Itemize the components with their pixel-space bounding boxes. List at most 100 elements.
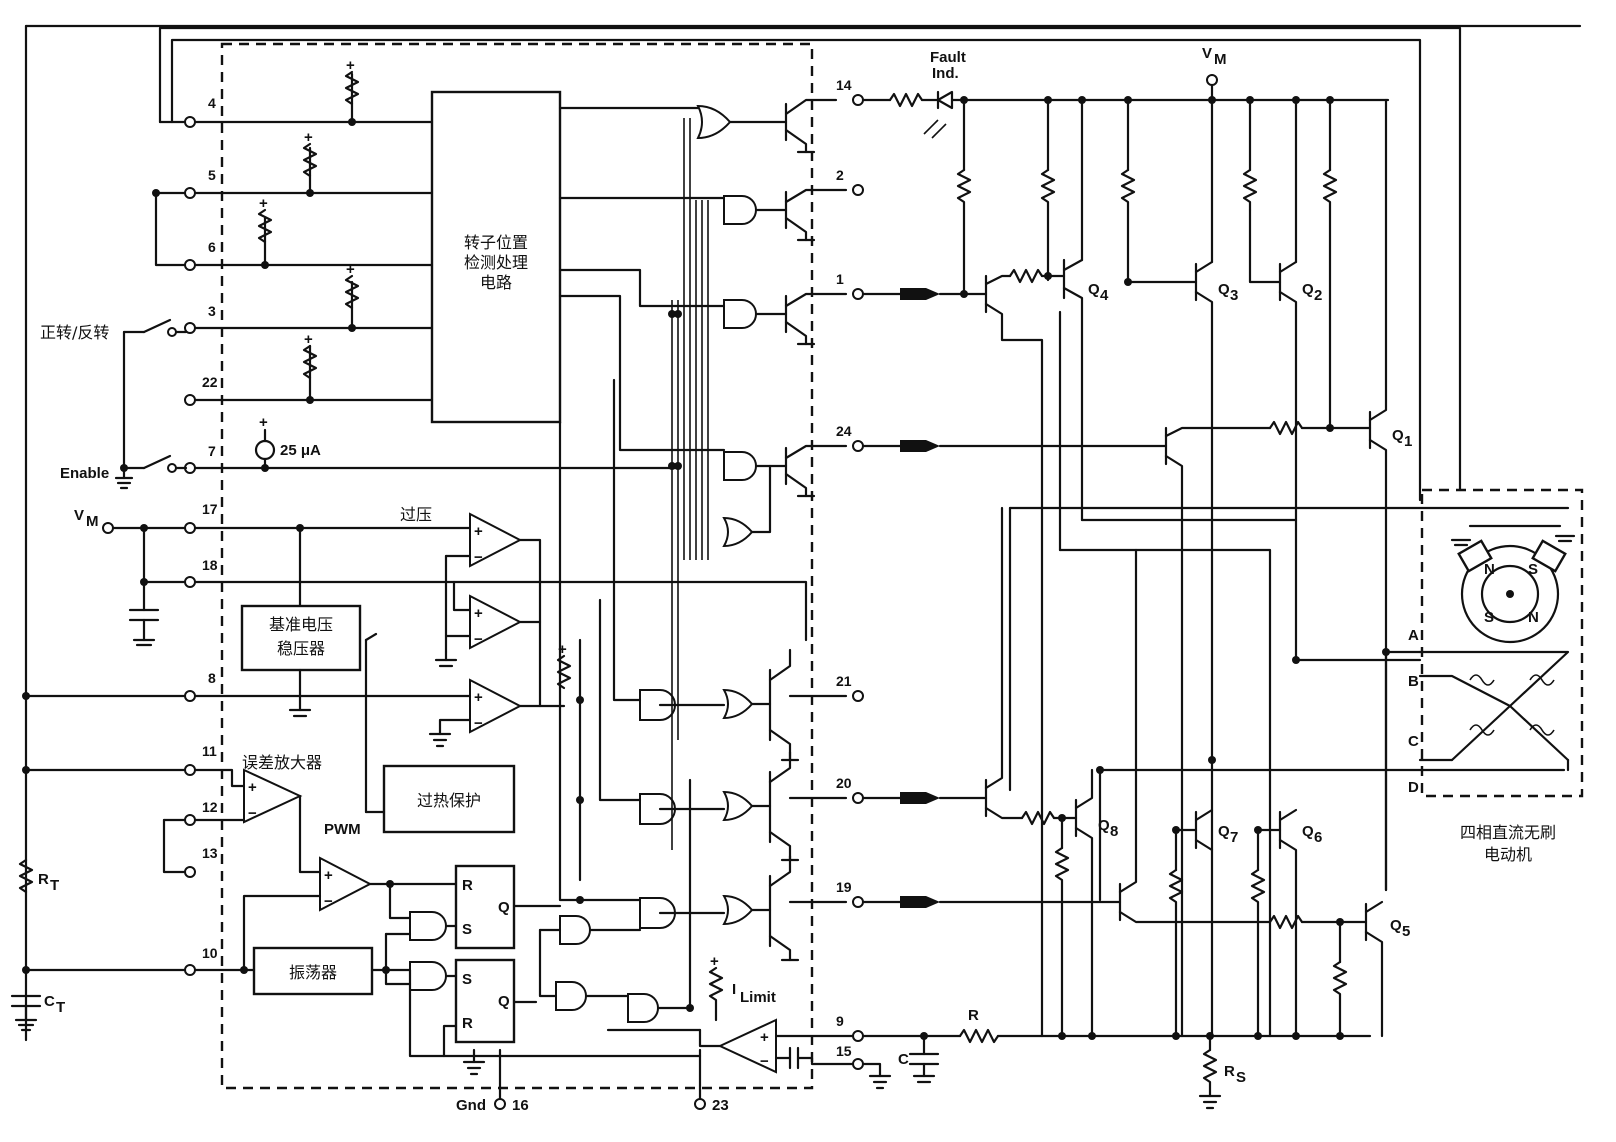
svg-text:Fault: Fault (930, 49, 966, 66)
svg-text:+: + (304, 129, 313, 146)
latches: R S Q S R Q (384, 864, 562, 1058)
svg-text:6: 6 (1314, 829, 1322, 846)
svg-text:+: + (474, 689, 483, 706)
svg-text:S: S (1236, 1069, 1246, 1086)
q1-chain: Q 1 (861, 98, 1412, 1038)
svg-text:V: V (1202, 45, 1212, 62)
svg-text:+: + (304, 331, 313, 348)
direction-switch: 正转/反转 (40, 318, 188, 342)
fault-indicator: Fault Ind. (861, 49, 1390, 139)
ic-output-transistors (768, 98, 848, 962)
svg-text:23: 23 (712, 1097, 729, 1114)
comparators: +− +− +− + (24, 512, 572, 748)
pin-19: 19 (836, 879, 852, 895)
svg-text:R: R (462, 877, 473, 894)
svg-text:振荡器: 振荡器 (289, 963, 337, 982)
oscillator-block: 振荡器 (194, 946, 412, 996)
svg-text:Q: Q (1088, 281, 1100, 298)
pwm-comparator: + − PWM (242, 821, 458, 972)
rotor-position-block: 转子位置 检测处理 电路 (430, 90, 562, 424)
rotor-label-2: 检测处理 (464, 253, 528, 272)
pin-20: 20 (836, 775, 852, 791)
overvolt-label: 过压 (400, 505, 432, 524)
pin-9: 9 (836, 1013, 844, 1029)
svg-text:D: D (1408, 779, 1419, 796)
svg-text:M: M (1214, 51, 1227, 68)
svg-text:+: + (324, 867, 333, 884)
pin-4: 4 (208, 95, 216, 111)
upper-drivers: Q 4 Q 3 Q 2 (861, 98, 1338, 1038)
svg-text:I: I (732, 981, 736, 998)
pin-18: 18 (202, 557, 218, 573)
svg-text:5: 5 (1402, 923, 1410, 940)
current-limit: +− + I Limit (698, 953, 892, 1090)
svg-text:Q: Q (1218, 281, 1230, 298)
enable-switch: Enable (60, 454, 188, 482)
svg-text:16: 16 (512, 1097, 529, 1114)
svg-text:PWM: PWM (324, 821, 361, 838)
svg-text:Q: Q (1218, 823, 1230, 840)
svg-text:Gnd: Gnd (456, 1097, 486, 1114)
svg-text:Ind.: Ind. (932, 65, 959, 82)
fwd-rev-label: 正转/反转 (40, 323, 109, 342)
logic-gates (538, 104, 788, 1032)
junction-dots (120, 118, 356, 472)
svg-text:Q: Q (498, 899, 510, 916)
motor: N S S N A B C D 四相直流无刷 电动机 (1408, 488, 1584, 864)
svg-text:1: 1 (1404, 433, 1412, 450)
pin-5: 5 (208, 167, 216, 183)
svg-text:+: + (558, 641, 567, 658)
pin-11: 11 (202, 743, 217, 759)
current-source-label: 25 μA (280, 442, 321, 459)
pull-up-resistors: ++ ++ + (257, 57, 360, 380)
svg-text:C: C (898, 1051, 909, 1068)
svg-text:Q: Q (1392, 427, 1404, 444)
svg-text:2: 2 (1314, 287, 1322, 304)
rotor-label-1: 转子位置 (464, 233, 528, 252)
svg-text:Limit: Limit (740, 989, 776, 1006)
svg-text:−: − (474, 715, 483, 732)
top-wires (24, 24, 1582, 1042)
pin-6: 6 (208, 239, 216, 255)
pin-12: 12 (202, 799, 218, 815)
pin-15: 15 (836, 1043, 852, 1059)
vm-rail: V M (960, 45, 1334, 104)
pin-24: 24 (836, 423, 852, 439)
pin-7: 7 (208, 443, 216, 459)
svg-text:电动机: 电动机 (1484, 845, 1532, 864)
gnd-pins: Gnd 16 23 (442, 1048, 729, 1114)
svg-text:4: 4 (1100, 287, 1109, 304)
svg-text:+: + (346, 57, 355, 74)
svg-text:T: T (56, 999, 65, 1016)
svg-text:过热保护: 过热保护 (417, 791, 481, 810)
pin-22: 22 (202, 374, 218, 390)
svg-text:N: N (1484, 561, 1495, 578)
svg-text:7: 7 (1230, 829, 1238, 846)
cross-wires (1008, 310, 1570, 1038)
svg-text:+: + (474, 605, 483, 622)
svg-text:−: − (760, 1053, 769, 1070)
thermal-block: 过热保护 (364, 764, 516, 834)
svg-text:+: + (346, 261, 355, 278)
svg-text:N: N (1528, 609, 1539, 626)
svg-text:−: − (474, 631, 483, 648)
svg-text:C: C (44, 993, 55, 1010)
svg-text:R: R (1224, 1063, 1235, 1080)
svg-text:R: R (462, 1015, 473, 1032)
svg-text:S: S (462, 971, 472, 988)
svg-text:+: + (760, 1029, 769, 1046)
svg-text:−: − (324, 893, 333, 910)
svg-text:Q: Q (498, 993, 510, 1010)
svg-text:+: + (474, 523, 483, 540)
svg-text:R: R (968, 1007, 979, 1024)
vm-input: V M 过压 (74, 505, 808, 647)
rt-ct: R T C T (10, 692, 187, 1032)
error-amplifier: +− 误差放大器 (22, 753, 322, 874)
pin-10: 10 (202, 945, 218, 961)
svg-text:稳压器: 稳压器 (277, 639, 325, 658)
pin-3: 3 (208, 303, 216, 319)
svg-text:A: A (1408, 627, 1419, 644)
pin-13: 13 (202, 845, 218, 861)
svg-text:T: T (50, 877, 59, 894)
